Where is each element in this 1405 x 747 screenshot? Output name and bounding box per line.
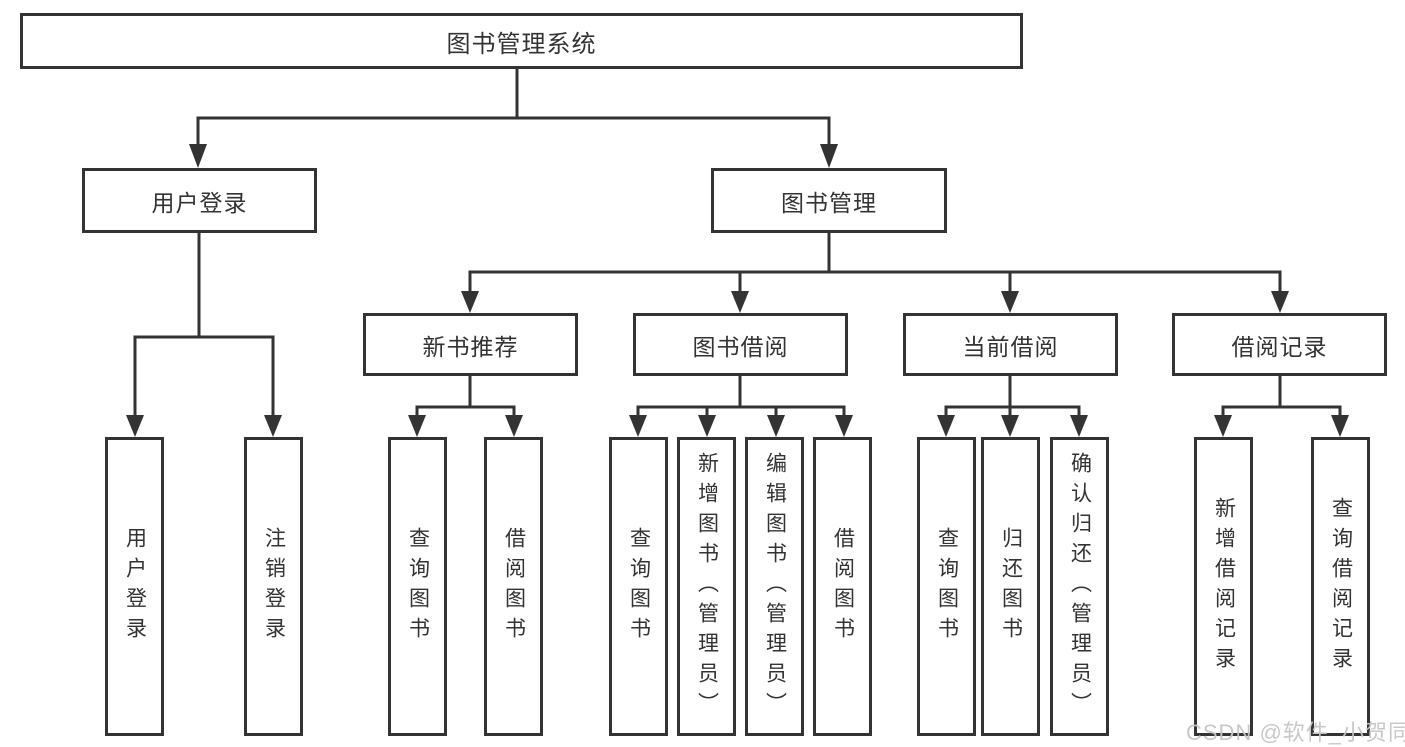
arrow-down-icon [698,415,716,437]
arrow-down-icon [1001,291,1019,313]
node-user-login-branch: 用户登录 [82,168,317,233]
leaf-user-login-label: 用户登录 [123,526,147,647]
arrow-down-icon [820,144,838,168]
node-book-management-label: 图书管理 [781,189,877,216]
leaf-query-books-recommend-label: 查询图书 [406,526,430,647]
leaf-confirm-return-admin: 确认归还（管理员） [1050,437,1109,736]
leaf-add-books-admin: 新增图书（管理员） [677,437,736,736]
leaf-edit-books-admin: 编辑图书（管理员） [745,437,804,736]
node-current-borrowing-label: 当前借阅 [962,333,1059,360]
node-borrowing-records: 借阅记录 [1172,313,1387,376]
leaf-add-borrow-record: 新增借阅记录 [1194,437,1253,736]
leaf-query-books-borrow-label: 查询图书 [627,526,651,647]
node-current-borrowing: 当前借阅 [903,313,1118,376]
arrow-down-icon [408,415,426,437]
current-borrow-section-connector [937,374,1088,437]
leaf-add-borrow-record-label: 新增借阅记录 [1212,496,1236,677]
user-branch-connector [126,231,282,437]
leaf-return-books: 归还图书 [981,437,1040,736]
leaf-edit-books-admin-label: 编辑图书（管理员） [763,451,787,722]
leaf-logout: 注销登录 [244,437,303,736]
arrow-down-icon [264,415,282,437]
leaf-borrow-books-recommend: 借阅图书 [484,437,543,736]
leaf-borrow-books-recommend-label: 借阅图书 [502,526,526,647]
leaf-borrow-books-label: 借阅图书 [831,526,855,647]
watermark: CSDN @软件_小贺同学 [1186,720,1405,745]
node-new-book-recommendation: 新书推荐 [363,313,578,376]
arrow-down-icon [835,415,853,437]
arrow-down-icon [1271,291,1289,313]
leaf-query-borrow-record-label: 查询借阅记录 [1329,496,1353,677]
leaf-query-books-current-label: 查询图书 [935,526,959,647]
arrow-down-icon [1070,415,1088,437]
new-book-section-connector [408,374,523,437]
leaf-query-borrow-record: 查询借阅记录 [1311,437,1370,736]
leaf-add-books-admin-label: 新增图书（管理员） [695,451,719,722]
node-new-book-recommendation-label: 新书推荐 [422,333,519,360]
root-to-level2-connector [189,67,838,168]
node-borrowing-records-label: 借阅记录 [1231,333,1328,360]
arrow-down-icon [461,291,479,313]
arrow-down-icon [629,415,647,437]
leaf-query-books-borrow: 查询图书 [609,437,668,736]
leaf-logout-label: 注销登录 [262,526,286,647]
arrow-down-icon [505,415,523,437]
leaf-query-books-recommend: 查询图书 [388,437,447,736]
arrow-down-icon [1214,415,1232,437]
arrow-down-icon [189,144,207,168]
arrow-down-icon [767,415,785,437]
leaf-return-books-label: 归还图书 [999,526,1023,647]
borrow-records-section-connector [1214,374,1349,437]
book-branch-connector [461,232,1289,313]
leaf-confirm-return-admin-label: 确认归还（管理员） [1068,451,1092,722]
arrow-down-icon [1001,415,1019,437]
node-user-login-label: 用户登录 [151,189,248,216]
node-book-management-branch: 图书管理 [711,168,947,233]
leaf-borrow-books: 借阅图书 [813,437,872,736]
leaf-query-books-current: 查询图书 [917,437,976,736]
arrow-down-icon [1331,415,1349,437]
arrow-down-icon [937,415,955,437]
arrow-down-icon [126,415,144,437]
node-book-borrowing-label: 图书借阅 [692,333,789,360]
leaf-user-login: 用户登录 [105,437,164,736]
arrow-down-icon [731,291,749,313]
node-book-borrowing: 图书借阅 [633,313,848,376]
node-root-label: 图书管理系统 [446,30,597,58]
book-borrow-section-connector [629,374,853,437]
node-root: 图书管理系统 [20,13,1023,69]
